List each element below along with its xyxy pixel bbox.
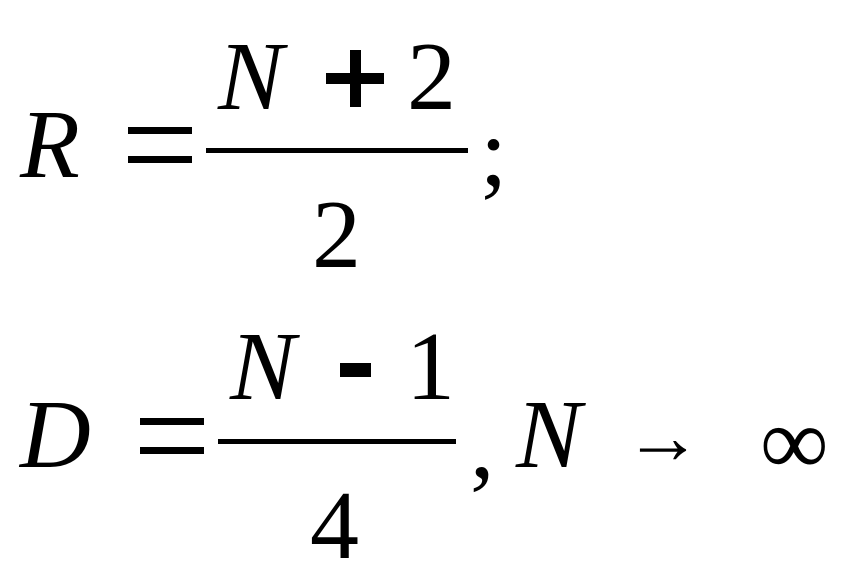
infinity-symbol: ∞ <box>760 388 829 495</box>
numerator-constant-2: 2 <box>407 23 456 131</box>
numerator-variable-n: N <box>218 23 284 131</box>
equals-bar-top <box>128 127 192 134</box>
lhs-variable-d: D <box>20 381 91 489</box>
minus-bar <box>340 363 371 377</box>
denominator-4: 4 <box>310 472 359 580</box>
numerator-variable-n: N <box>230 313 296 421</box>
numerator-constant-1: 1 <box>406 313 455 421</box>
limit-variable-n: N <box>516 381 582 489</box>
fraction-bar <box>206 148 468 153</box>
equals-bar-bottom <box>128 156 192 163</box>
right-arrow: → <box>624 393 702 480</box>
plus-vertical <box>350 50 361 107</box>
lhs-variable-r: R <box>20 91 80 199</box>
semicolon: ; <box>480 99 508 207</box>
comma: , <box>470 391 495 499</box>
equals-bar-top <box>140 418 204 425</box>
denominator-2: 2 <box>312 181 361 289</box>
equals-bar-bottom <box>140 447 204 454</box>
fraction-bar <box>218 439 456 444</box>
